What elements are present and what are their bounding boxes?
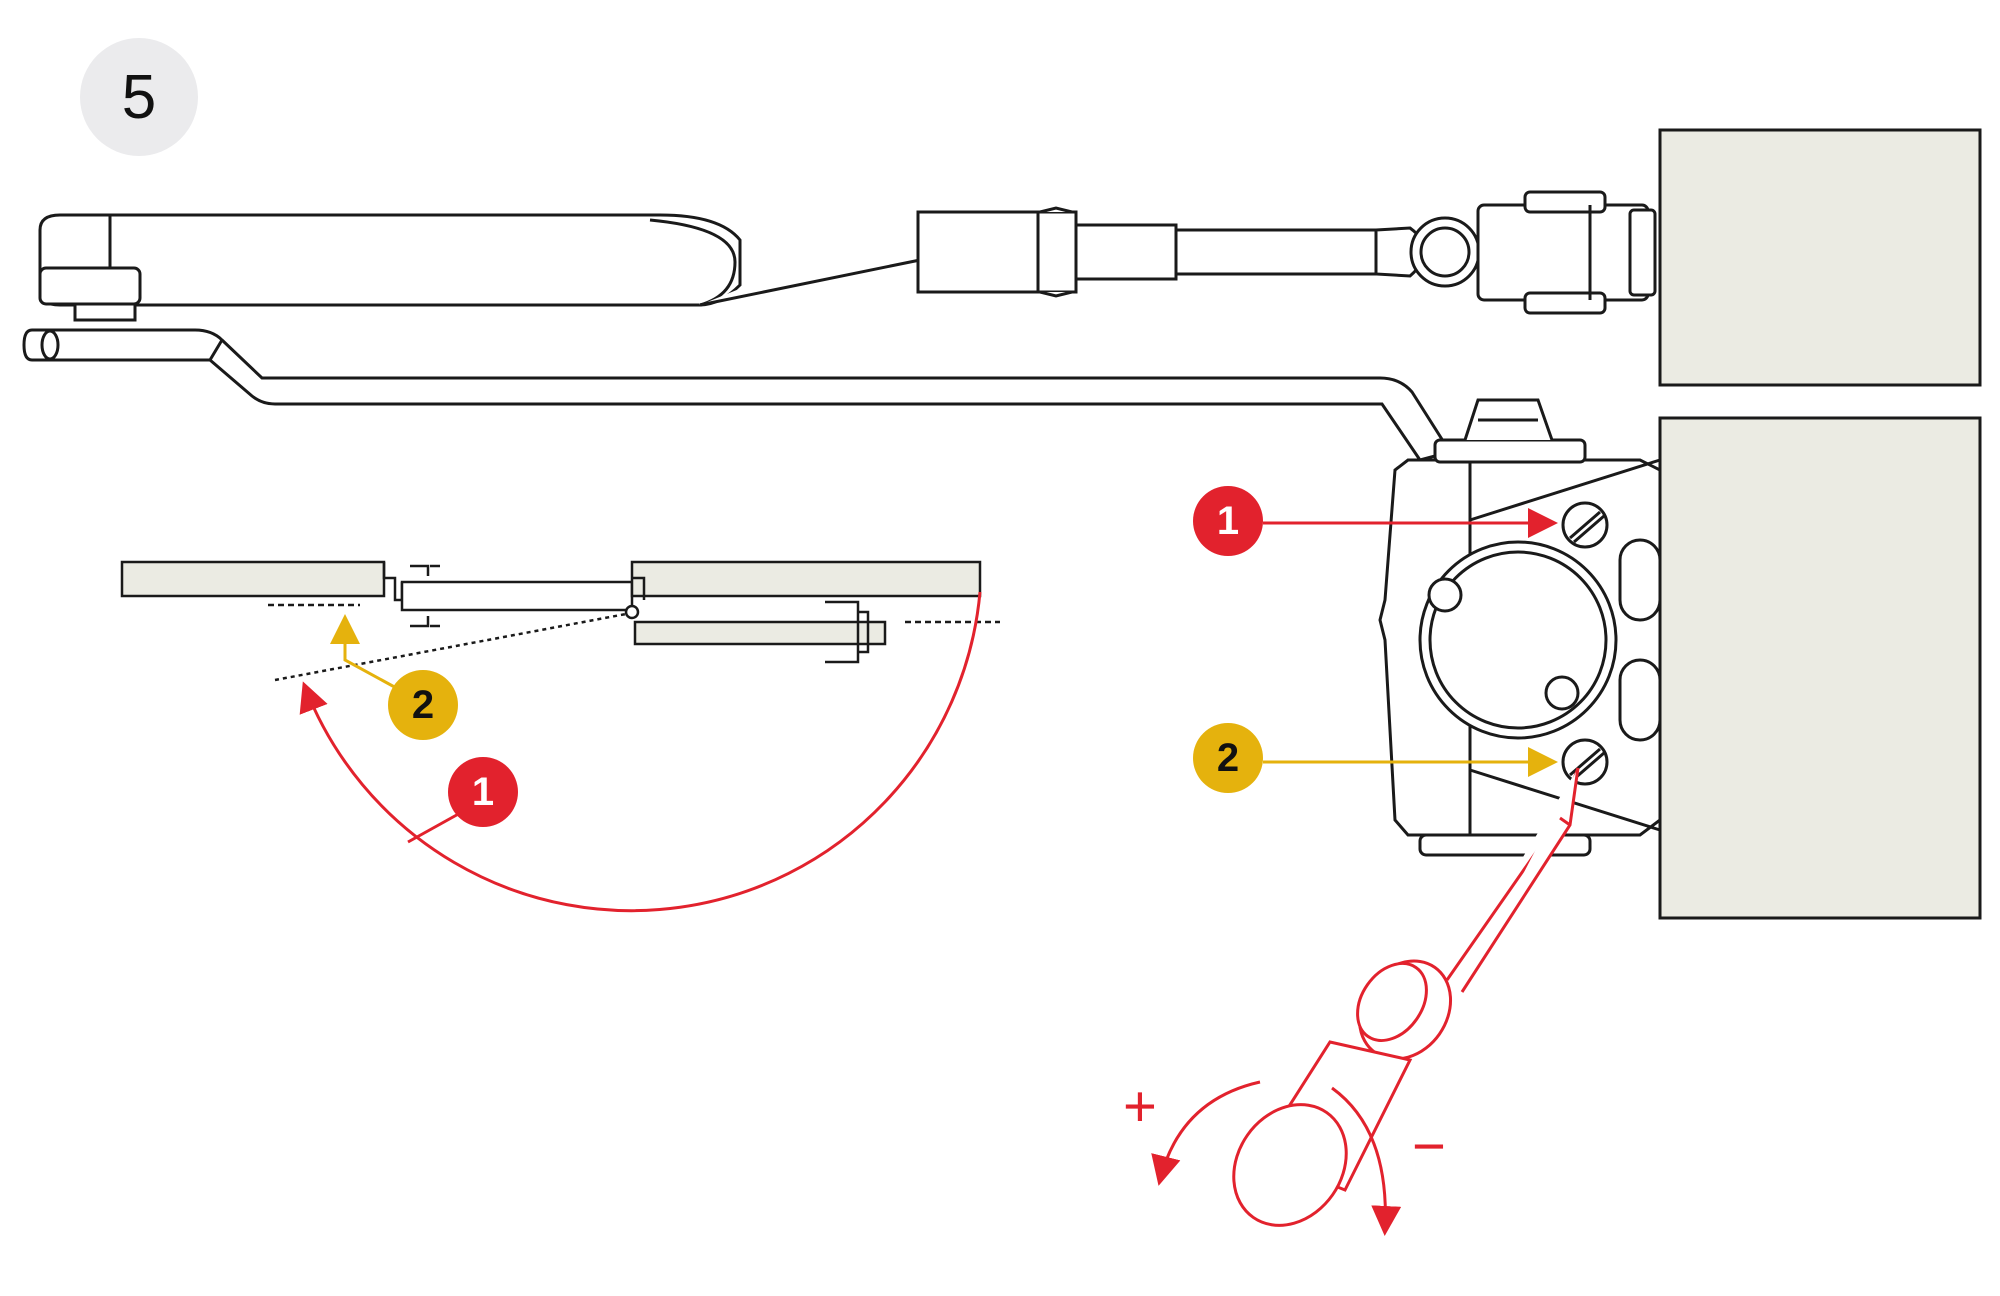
step-number-badge: 5 bbox=[80, 38, 198, 156]
rotation-arrows bbox=[1151, 1080, 1402, 1236]
speed-swing-arc bbox=[299, 591, 982, 913]
latch-arrow bbox=[330, 614, 401, 692]
screwdriver-icon bbox=[1232, 767, 1580, 1227]
door-panel bbox=[1658, 416, 1982, 920]
closer-main-arm bbox=[38, 190, 1657, 322]
minus-sign: − bbox=[1412, 1114, 1446, 1179]
door-top-view bbox=[120, 560, 1000, 682]
speed-callout-left: 1 bbox=[448, 757, 518, 827]
latch-callout-right: 2 bbox=[1193, 723, 1263, 793]
closer-link-arm bbox=[22, 328, 1453, 462]
plus-sign: + bbox=[1123, 1074, 1157, 1139]
speed-callout-right: 1 bbox=[1193, 486, 1263, 556]
frame-panel bbox=[1658, 128, 1982, 387]
latch-callout-left: 2 bbox=[388, 670, 458, 740]
speed-callout-leader bbox=[407, 810, 463, 844]
closer-body bbox=[1378, 398, 1662, 857]
